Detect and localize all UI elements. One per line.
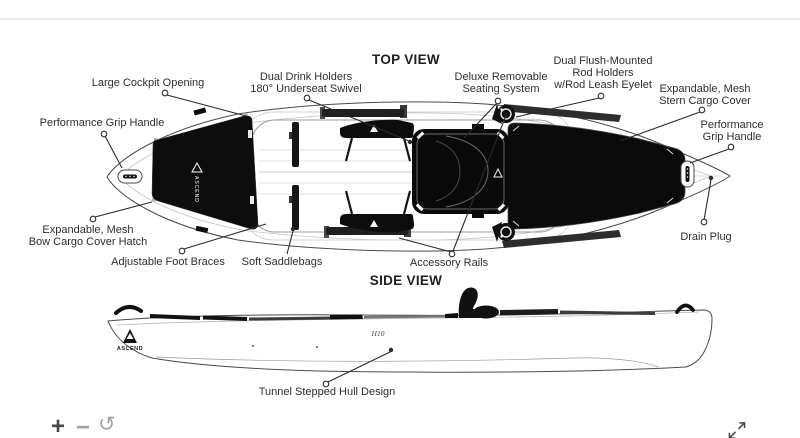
- label-grip-handle-left: Performance Grip Handle: [39, 117, 165, 129]
- rod-holder-top-icon: [492, 104, 515, 124]
- cockpit-accessory-rails: [320, 105, 411, 238]
- expand-arrows-icon: [728, 422, 746, 438]
- rotate-reset-button[interactable]: ↺: [98, 412, 116, 436]
- bow-grip-handle: [117, 169, 143, 184]
- stern-grip-handle: [680, 160, 695, 188]
- rod-holder-bottom-icon: [492, 222, 515, 242]
- label-drain-plug: Drain Plug: [680, 231, 732, 243]
- svg-text:ASCEND: ASCEND: [193, 176, 199, 203]
- bow-cover-brand-logo: ASCEND: [191, 161, 203, 203]
- seat: [412, 124, 509, 218]
- label-adjustable-foot-braces: Adjustable Foot Braces: [111, 256, 225, 268]
- side-view-title: SIDE VIEW: [369, 273, 443, 288]
- side-brand-logo: ASCEND: [117, 329, 143, 352]
- saddlebag-bottom: [340, 190, 414, 233]
- side-hull-outline: [107, 309, 713, 373]
- fullscreen-expand-button[interactable]: [726, 420, 748, 438]
- leader-lines: [89, 89, 735, 388]
- svg-text:ASCEND: ASCEND: [117, 346, 143, 352]
- zoom-in-button[interactable]: +: [51, 413, 66, 438]
- model-name-text: H10: [371, 329, 385, 338]
- label-soft-saddlebags: Soft Saddlebags: [241, 256, 323, 268]
- stern-cargo-cover: [507, 122, 686, 230]
- cockpit-floor-lines: [259, 149, 722, 195]
- top-view-kayak: ASCEND: [106, 101, 731, 252]
- zoom-out-button[interactable]: −: [76, 414, 91, 438]
- side-view-kayak: ASCEND H10: [107, 287, 713, 373]
- top-divider-line: [0, 18, 800, 20]
- side-seat: [458, 287, 478, 318]
- tunnel-step-line: [155, 356, 659, 368]
- saddlebag-top: [340, 119, 414, 162]
- label-large-cockpit-opening: Large Cockpit Opening: [91, 77, 205, 89]
- label-tunnel-stepped-hull: Tunnel Stepped Hull Design: [258, 386, 396, 398]
- bow-cargo-cover: ASCEND: [151, 107, 259, 234]
- foot-braces: [289, 122, 299, 230]
- stern-accessory-rails: [502, 104, 621, 248]
- side-deck-gear: [114, 287, 695, 321]
- label-accessory-rails: Accessory Rails: [409, 257, 489, 269]
- top-view-title: TOP VIEW: [372, 52, 440, 67]
